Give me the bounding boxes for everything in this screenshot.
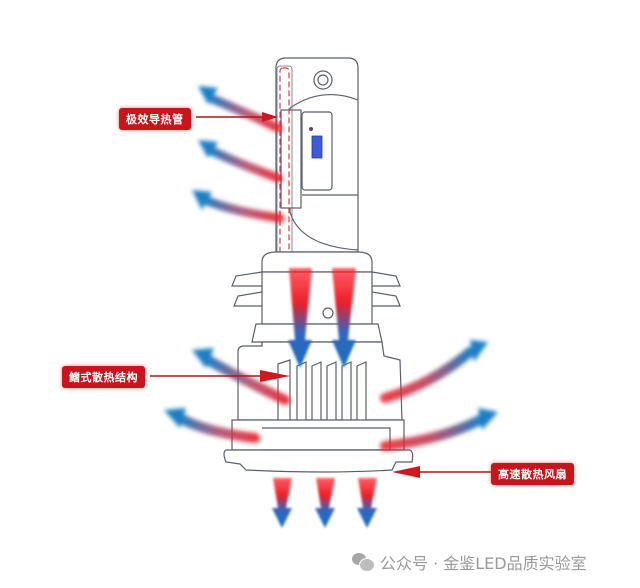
airflow-arrow (315, 478, 335, 528)
leader-lines (150, 112, 491, 478)
led-chip (311, 135, 323, 159)
fan-pointer (392, 466, 491, 478)
airflow-arrow (288, 268, 312, 368)
heat-fins (277, 359, 367, 423)
airflow-arrow (192, 190, 285, 223)
lock-tabs-left (231, 271, 263, 307)
watermark: 公众号 · 金鉴LED品质实验室 (352, 550, 587, 574)
fin-structure-label: 鳍式散热结构 (62, 366, 145, 388)
base-cylinder (261, 271, 373, 325)
airflow-arrow (380, 408, 498, 451)
lock-tabs-right (371, 271, 401, 307)
airflow-arrow (198, 86, 283, 133)
airflow-upper-left (192, 86, 285, 223)
collar (261, 251, 373, 273)
wechat-icon (352, 552, 375, 572)
airflow-arrow (357, 478, 377, 528)
airflow-arrow (380, 340, 488, 403)
bulb-outline (223, 57, 414, 473)
airflow-arrow (164, 408, 260, 443)
watermark-text: 公众号 · 金鉴LED品质实验室 (380, 554, 587, 573)
fan-label: 高速散热风扇 (491, 463, 574, 485)
airflow-arrow (332, 268, 356, 368)
airflow-downward (288, 268, 356, 368)
airflow-arrow (272, 478, 292, 528)
airflow-exhaust (272, 478, 377, 528)
airflow-arrow (192, 348, 290, 405)
heat-pipe-pointer (196, 112, 278, 122)
airflow-body-left (164, 348, 290, 443)
top-ring (313, 70, 333, 90)
fan-base (223, 449, 414, 473)
airflow-body-right (380, 340, 498, 451)
fin-pointer (150, 370, 290, 382)
heat-pipe-label: 极效导热管 (119, 108, 191, 130)
airflow-arrow (198, 140, 283, 183)
